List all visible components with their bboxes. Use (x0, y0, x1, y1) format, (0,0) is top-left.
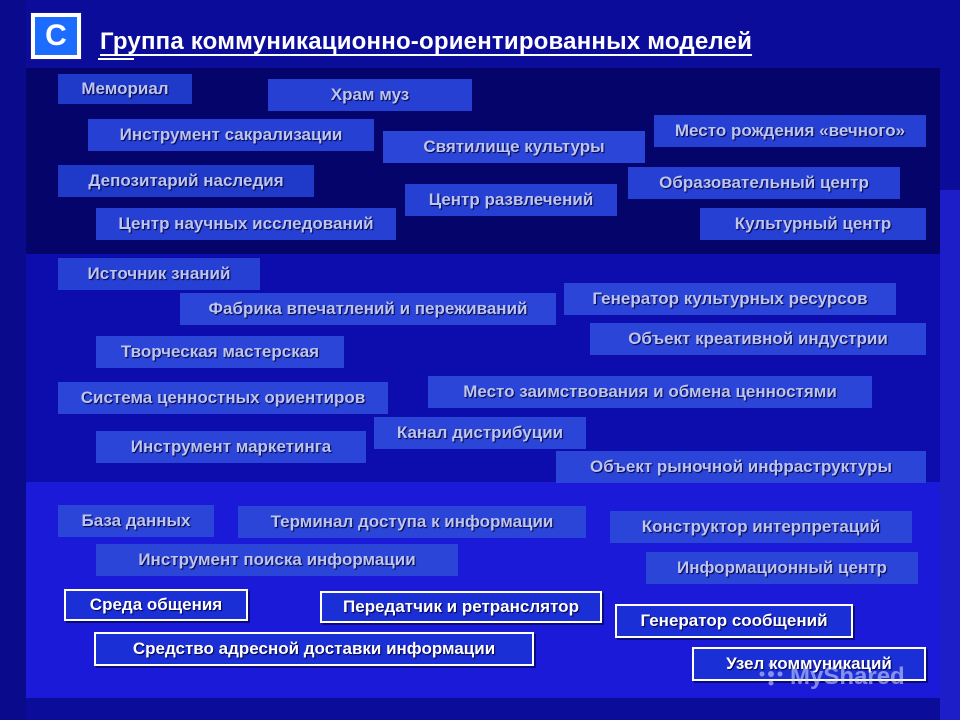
model-message-generator: Генератор сообщений (615, 604, 853, 638)
model-heritage-depository: Депозитарий наследия (58, 165, 314, 197)
section-logo: С (30, 12, 82, 60)
model-sanctuary-of-culture: Святилище культуры (383, 131, 645, 163)
model-interpretation-constructor: Конструктор интерпретаций (610, 511, 912, 543)
model-impressions-factory: Фабрика впечатлений и переживаний (180, 293, 556, 325)
model-transmitter-relay: Передатчик и ретранслятор (320, 591, 602, 623)
model-source-of-knowledge: Источник знаний (58, 258, 260, 290)
model-creative-workshop: Творческая мастерская (96, 336, 344, 368)
model-research-center: Центр научных исследований (96, 208, 396, 240)
model-cultural-resource-generator: Генератор культурных ресурсов (564, 283, 896, 315)
model-addressed-delivery-tool: Средство адресной доставки информации (94, 632, 534, 666)
left-edge-strip (0, 0, 26, 720)
model-information-center: Информационный центр (646, 552, 918, 584)
model-communication-node: Узел коммуникаций (692, 647, 926, 681)
watermark-text: MyShared (790, 663, 905, 690)
model-memorial: Мемориал (58, 74, 192, 104)
right-edge-strip (940, 190, 960, 720)
watermark: MyShared (758, 662, 938, 692)
myshared-logo-icon (758, 661, 784, 694)
model-cultural-center: Культурный центр (700, 208, 926, 240)
footer-strip (26, 698, 940, 720)
model-marketing-tool: Инструмент маркетинга (96, 431, 366, 463)
model-sacralization-tool: Инструмент сакрализации (88, 119, 374, 151)
model-market-infrastructure-object: Объект рыночной инфраструктуры (556, 451, 926, 483)
model-entertainment-center: Центр развлечений (405, 184, 617, 216)
model-information-access-terminal: Терминал доступа к информации (238, 506, 586, 538)
section-logo-letter: С (35, 17, 77, 55)
model-temple-of-muses: Храм муз (268, 79, 472, 111)
title-lead-line (98, 58, 134, 60)
model-communication-environment: Среда общения (64, 589, 248, 621)
model-educational-center: Образовательный центр (628, 167, 900, 199)
page-title: Группа коммуникационно-ориентированных м… (100, 28, 753, 55)
model-distribution-channel: Канал дистрибуции (374, 417, 586, 449)
model-database: База данных (58, 505, 214, 537)
model-birthplace-of-eternal: Место рождения «вечного» (654, 115, 926, 147)
model-information-search-tool: Инструмент поиска информации (96, 544, 458, 576)
model-creative-industry-object: Объект креативной индустрии (590, 323, 926, 355)
model-value-exchange-place: Место заимствования и обмена ценностями (428, 376, 872, 408)
model-value-orientation-system: Система ценностных ориентиров (58, 382, 388, 414)
